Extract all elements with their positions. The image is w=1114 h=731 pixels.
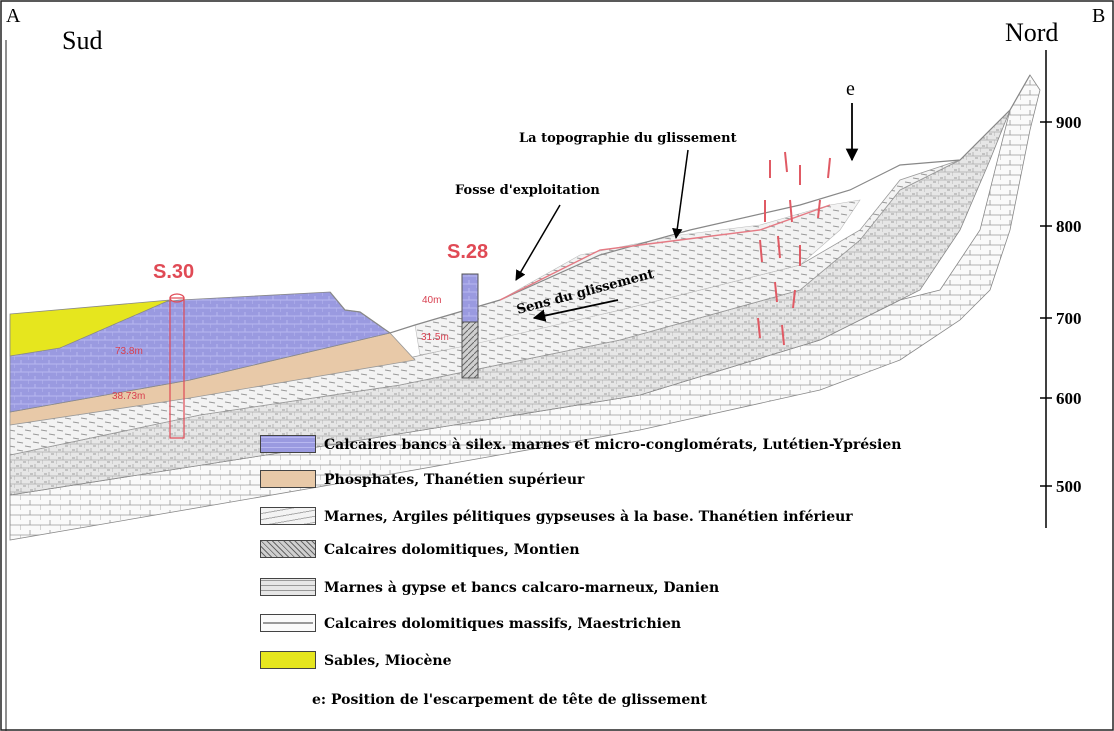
elevation-label-600: 600 (1056, 389, 1082, 408)
legend-swatch-maestrichien (260, 614, 316, 632)
arrow-pit (515, 204, 561, 281)
legend-swatch-thanetien-inferieur (260, 507, 316, 525)
topography-line (329, 74, 1031, 334)
borehole-s30-depth-top: 73.8m (115, 346, 143, 357)
arrow-slide-direction (532, 299, 619, 322)
corner-label-b: B (1092, 5, 1106, 27)
borehole-s30-collar (169, 293, 185, 303)
fault-zone (757, 151, 831, 346)
layer-miocene-sands (9, 299, 171, 357)
legend-label-phosphates: Phosphates, Thanétien supérieur (324, 472, 585, 488)
legend-label-danien: Marnes à gypse et bancs calcaro-marneux,… (324, 580, 720, 596)
borehole-s30-column (169, 297, 185, 439)
elevation-scale (1040, 50, 1052, 528)
legend-label-maestrichien: Calcaires dolomitiques massifs, Maestric… (324, 616, 682, 632)
legend-label-lutetien: Calcaires bancs à silex. marnes et micro… (324, 437, 902, 453)
legend-note-escarpment: e: Position de l'escarpement de tête de … (312, 692, 707, 708)
direction-north-label: Nord (1005, 18, 1059, 47)
annotation-topography: La topographie du glissement (519, 131, 737, 146)
legend-swatch-lutetien (260, 435, 316, 453)
elevation-label-700: 700 (1056, 309, 1082, 328)
legend-swatch-miocene (260, 651, 316, 669)
borehole-s28-label: S.28 (447, 241, 488, 263)
legend-swatch-danien (260, 578, 316, 596)
borehole-s28-upper-section (461, 273, 479, 323)
elevation-label-800: 800 (1056, 217, 1082, 236)
slide-topography-line (499, 204, 831, 301)
legend-label-miocene: Sables, Miocène (324, 653, 452, 669)
direction-south-label: Sud (62, 26, 103, 55)
legend-label-thanetien-inferieur: Marnes, Argiles pélitiques gypseuses à l… (324, 509, 853, 525)
corner-label-a: A (6, 5, 21, 27)
escarpment-marker: e (846, 78, 855, 100)
borehole-s28-depth-top: 40m (422, 295, 441, 306)
annotation-pit: Fosse d'exploitation (455, 183, 600, 198)
borehole-s28-depth-bottom: 31.5m (421, 332, 449, 343)
arrow-topography (672, 149, 689, 240)
elevation-label-900: 900 (1056, 113, 1082, 132)
borehole-s30-depth-bottom: 38.73m (112, 391, 145, 402)
elevation-label-500: 500 (1056, 477, 1082, 496)
legend-swatch-phosphates (260, 470, 316, 488)
borehole-s30-label: S.30 (153, 261, 194, 283)
legend-swatch-montien (260, 540, 316, 558)
legend-label-montien: Calcaires dolomitiques, Montien (324, 542, 580, 558)
